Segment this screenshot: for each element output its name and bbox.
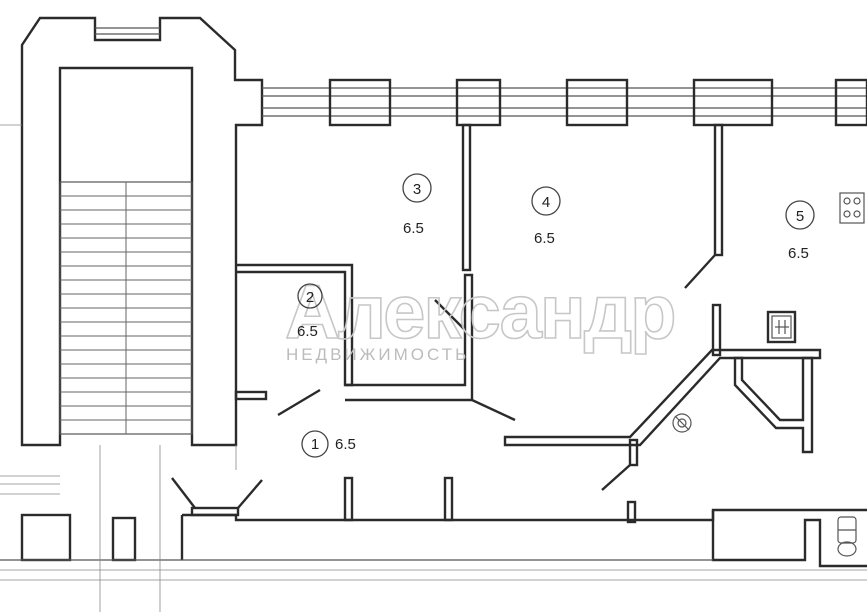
ventilation-shaft-icon — [766, 310, 797, 344]
staircase-steps — [59, 181, 193, 435]
facade-bottom — [0, 124, 867, 612]
room-label-2: 2 6.5 — [297, 283, 323, 340]
room-number: 1 — [311, 436, 319, 453]
room-number: 5 — [796, 208, 804, 225]
room-number: 4 — [542, 194, 550, 211]
stove-icon — [839, 192, 865, 224]
room-number: 2 — [306, 289, 314, 306]
room-label-4: 4 6.5 — [531, 186, 561, 247]
drain-icon — [672, 413, 692, 433]
room-number: 3 — [413, 181, 421, 198]
room-label-5: 5 6.5 — [785, 200, 815, 262]
stairwell — [20, 16, 264, 447]
watermark-brand: Александр — [285, 270, 675, 355]
interior-walls — [234, 123, 822, 524]
watermark: Александр НЕДВИЖИМОСТЬ — [284, 269, 677, 364]
room-value: 6.5 — [788, 245, 809, 262]
room-value: 6.5 — [534, 230, 555, 247]
room-value: 6.5 — [297, 323, 318, 340]
fixtures — [672, 192, 865, 557]
room-value: 6.5 — [335, 436, 356, 453]
facade-top — [262, 78, 867, 127]
room-label-1: 1 6.5 — [301, 430, 356, 458]
room-value: 6.5 — [403, 220, 424, 237]
watermark-subtitle: НЕДВИЖИМОСТЬ — [286, 345, 469, 364]
toilet-icon — [837, 516, 857, 557]
room-label-3: 3 6.5 — [402, 173, 432, 237]
